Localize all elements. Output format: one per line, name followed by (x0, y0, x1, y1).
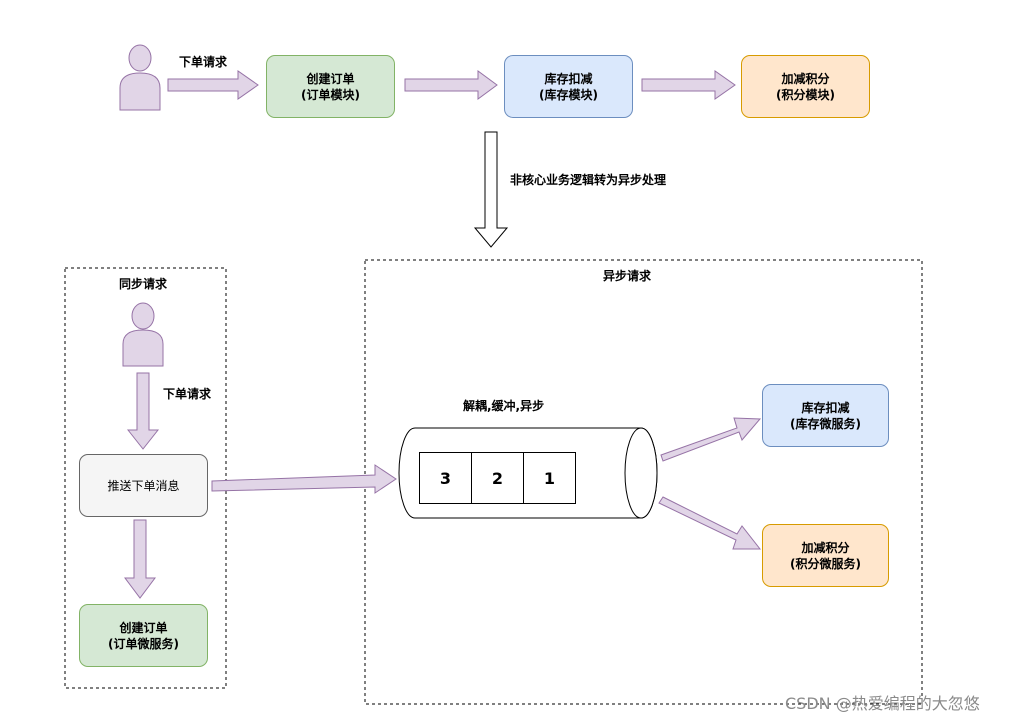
stock-service-box[interactable]: 库存扣减 (库存微服务) (762, 384, 889, 447)
points-service-box[interactable]: 加减积分 (积分微服务) (762, 524, 889, 587)
stock-service-line2: (库存微服务) (790, 416, 861, 431)
arrow-queue-to-stock (660, 417, 762, 462)
arrow-push-to-queue (211, 464, 397, 494)
create-order-module-line1: 创建订单 (306, 71, 355, 86)
arrow-create-to-stock (404, 70, 498, 100)
user-actor-icon (119, 44, 161, 111)
sync-user-actor-icon (122, 302, 164, 367)
stock-deduct-module-box[interactable]: 库存扣减 (库存模块) (504, 55, 633, 118)
points-service-line2: (积分微服务) (790, 556, 861, 571)
stock-deduct-module-line1: 库存扣减 (544, 71, 593, 86)
points-module-box[interactable]: 加减积分 (积分模块) (741, 55, 870, 118)
arrow-stock-to-points (641, 70, 736, 100)
transform-label: 非核心业务逻辑转为异步处理 (510, 173, 667, 187)
points-service-line1: 加减积分 (801, 540, 850, 555)
sync-panel-border (64, 267, 227, 689)
queue-label: 解耦,缓冲,异步 (463, 399, 545, 413)
push-message-text: 推送下单消息 (107, 478, 180, 493)
async-panel-border (364, 259, 923, 705)
watermark-text: CSDN @热爱编程的大忽悠 (785, 694, 980, 713)
top-request-label: 下单请求 (179, 55, 228, 69)
sync-request-label: 下单请求 (163, 387, 212, 401)
push-message-box[interactable]: 推送下单消息 (79, 454, 208, 517)
arrow-queue-to-points (658, 496, 762, 550)
sync-panel-title: 同步请求 (119, 277, 168, 291)
create-order-module-box[interactable]: 创建订单 (订单模块) (266, 55, 395, 118)
stock-deduct-module-line2: (库存模块) (539, 87, 598, 102)
create-order-service-line1: 创建订单 (119, 620, 168, 635)
create-order-service-line2: (订单微服务) (108, 636, 179, 651)
queue-cell-3: 3 (419, 452, 472, 504)
create-order-module-line2: (订单模块) (301, 87, 360, 102)
queue-cell-1: 1 (523, 452, 576, 504)
points-module-line2: (积分模块) (776, 87, 835, 102)
arrow-transform-down (473, 131, 509, 248)
stock-service-line1: 库存扣减 (801, 400, 850, 415)
async-panel-title: 异步请求 (603, 269, 652, 283)
arrow-user-to-push (126, 372, 160, 450)
queue-cell-2: 2 (471, 452, 524, 504)
create-order-service-box[interactable]: 创建订单 (订单微服务) (79, 604, 208, 667)
arrow-push-to-create (124, 519, 156, 599)
arrow-user-to-create-order (167, 70, 259, 100)
points-module-line1: 加减积分 (781, 71, 830, 86)
